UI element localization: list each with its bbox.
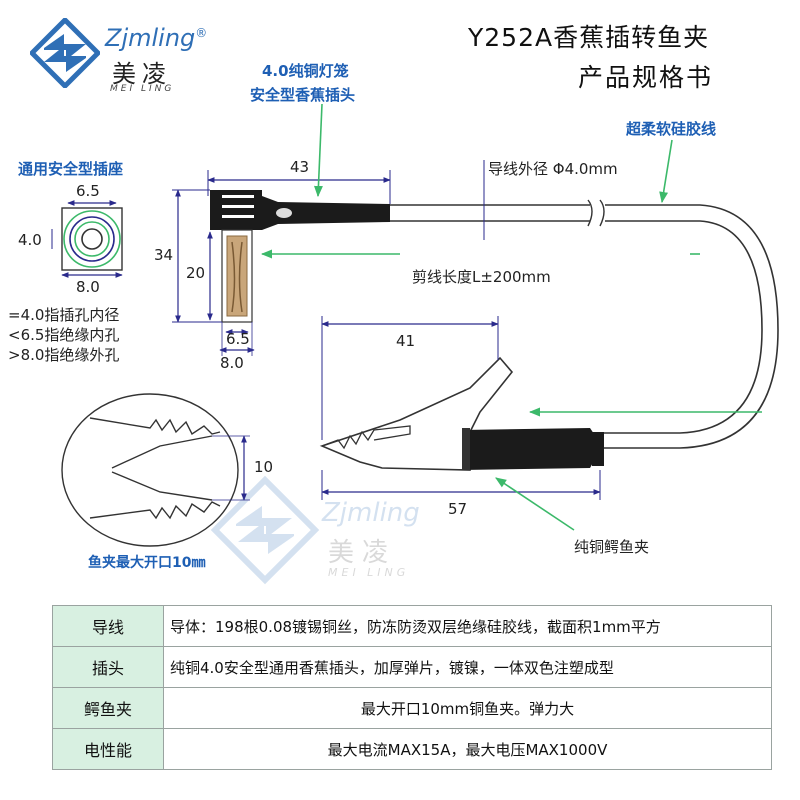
table-row: 导线 导体：198根0.08镀锡铜丝，防冻防烫双层绝缘硅胶线，截面积1mm平方 bbox=[52, 605, 772, 647]
product-drawing bbox=[51, 103, 779, 585]
alligator-label: 纯铜鳄鱼夹 bbox=[574, 538, 650, 556]
brand-name: Zjmling® bbox=[105, 24, 207, 52]
table-row: 插头 纯铜4.0安全型通用香蕉插头，加厚弹片，镀镍，一体双色注塑成型 bbox=[52, 646, 772, 688]
dim-socket-inner: 4.0 bbox=[18, 231, 42, 249]
dim-jaw-opening: 10 bbox=[254, 458, 274, 476]
cable-od-label: 导线外径 Φ4.0mm bbox=[488, 160, 618, 178]
watermark-pinyin: MEI LING bbox=[328, 566, 410, 579]
callout-arrows bbox=[260, 103, 762, 531]
banana-plug-drawing bbox=[172, 170, 391, 356]
spec-table: 导线 导体：198根0.08镀锡铜丝，防冻防烫双层绝缘硅胶线，截面积1mm平方 … bbox=[52, 605, 772, 770]
spec-value: 导体：198根0.08镀锡铜丝，防冻防烫双层绝缘硅胶线，截面积1mm平方 bbox=[163, 605, 772, 647]
dim-clip-total: 57 bbox=[448, 500, 468, 518]
socket-drawing bbox=[51, 200, 123, 278]
dim-socket-top: 6.5 bbox=[76, 182, 100, 200]
dim-pin-outer: 8.0 bbox=[220, 354, 244, 372]
spec-name: 导线 bbox=[52, 605, 164, 647]
silicone-cable-drawing bbox=[390, 160, 779, 449]
brand-name-cn: 美凌 bbox=[112, 60, 172, 88]
cable-label: 超柔软硅胶线 bbox=[626, 120, 717, 138]
title-line1: Y252A香蕉插转鱼夹 bbox=[468, 23, 710, 52]
socket-note-2: <6.5指绝缘内孔 bbox=[8, 326, 120, 344]
brand-pinyin: MEI LING bbox=[110, 84, 175, 94]
spec-value: 纯铜4.0安全型通用香蕉插头，加厚弹片，镀镍，一体双色注塑成型 bbox=[163, 646, 772, 688]
title-line2: 产品规格书 bbox=[578, 63, 714, 92]
dim-clip-jaw: 41 bbox=[396, 332, 416, 350]
jaw-opening-drawing bbox=[61, 393, 250, 547]
spec-value: 最大开口10mm铜鱼夹。弹力大 bbox=[163, 687, 772, 729]
spec-value: 最大电流MAX15A，最大电压MAX1000V bbox=[163, 728, 772, 770]
plug-label-line2: 安全型香蕉插头 bbox=[250, 86, 356, 104]
dim-pin-length: 20 bbox=[186, 264, 206, 282]
socket-note-3: >8.0指绝缘外孔 bbox=[8, 346, 120, 364]
table-row: 鳄鱼夹 最大开口10mm铜鱼夹。弹力大 bbox=[52, 687, 772, 729]
watermark-brand-cn: 美凌 bbox=[328, 538, 397, 568]
spec-name: 鳄鱼夹 bbox=[52, 687, 164, 729]
watermark-brand-en: Zjmling bbox=[322, 498, 420, 528]
alligator-clip-drawing bbox=[319, 316, 604, 500]
dim-plug-height: 34 bbox=[154, 246, 174, 264]
cut-length-label: 剪线长度L±200mm bbox=[412, 268, 551, 286]
brand-logo-icon bbox=[30, 18, 100, 88]
dim-pin-inner: 6.5 bbox=[226, 330, 250, 348]
jaw-opening-label: 鱼夹最大开口10㎜ bbox=[88, 555, 206, 571]
dim-plug-width: 43 bbox=[290, 158, 310, 176]
table-row: 电性能 最大电流MAX15A，最大电压MAX1000V bbox=[52, 728, 772, 770]
dim-socket-bottom: 8.0 bbox=[76, 278, 100, 296]
socket-label: 通用安全型插座 bbox=[18, 160, 124, 178]
socket-note-1: =4.0指插孔内径 bbox=[8, 306, 120, 324]
registered-mark: ® bbox=[195, 26, 208, 40]
plug-label-line1: 4.0纯铜灯笼 bbox=[262, 62, 349, 80]
watermark-logo-icon bbox=[210, 475, 320, 585]
brand-name-en: Zjmling bbox=[105, 24, 196, 52]
spec-name: 插头 bbox=[52, 646, 164, 688]
spec-name: 电性能 bbox=[52, 728, 164, 770]
